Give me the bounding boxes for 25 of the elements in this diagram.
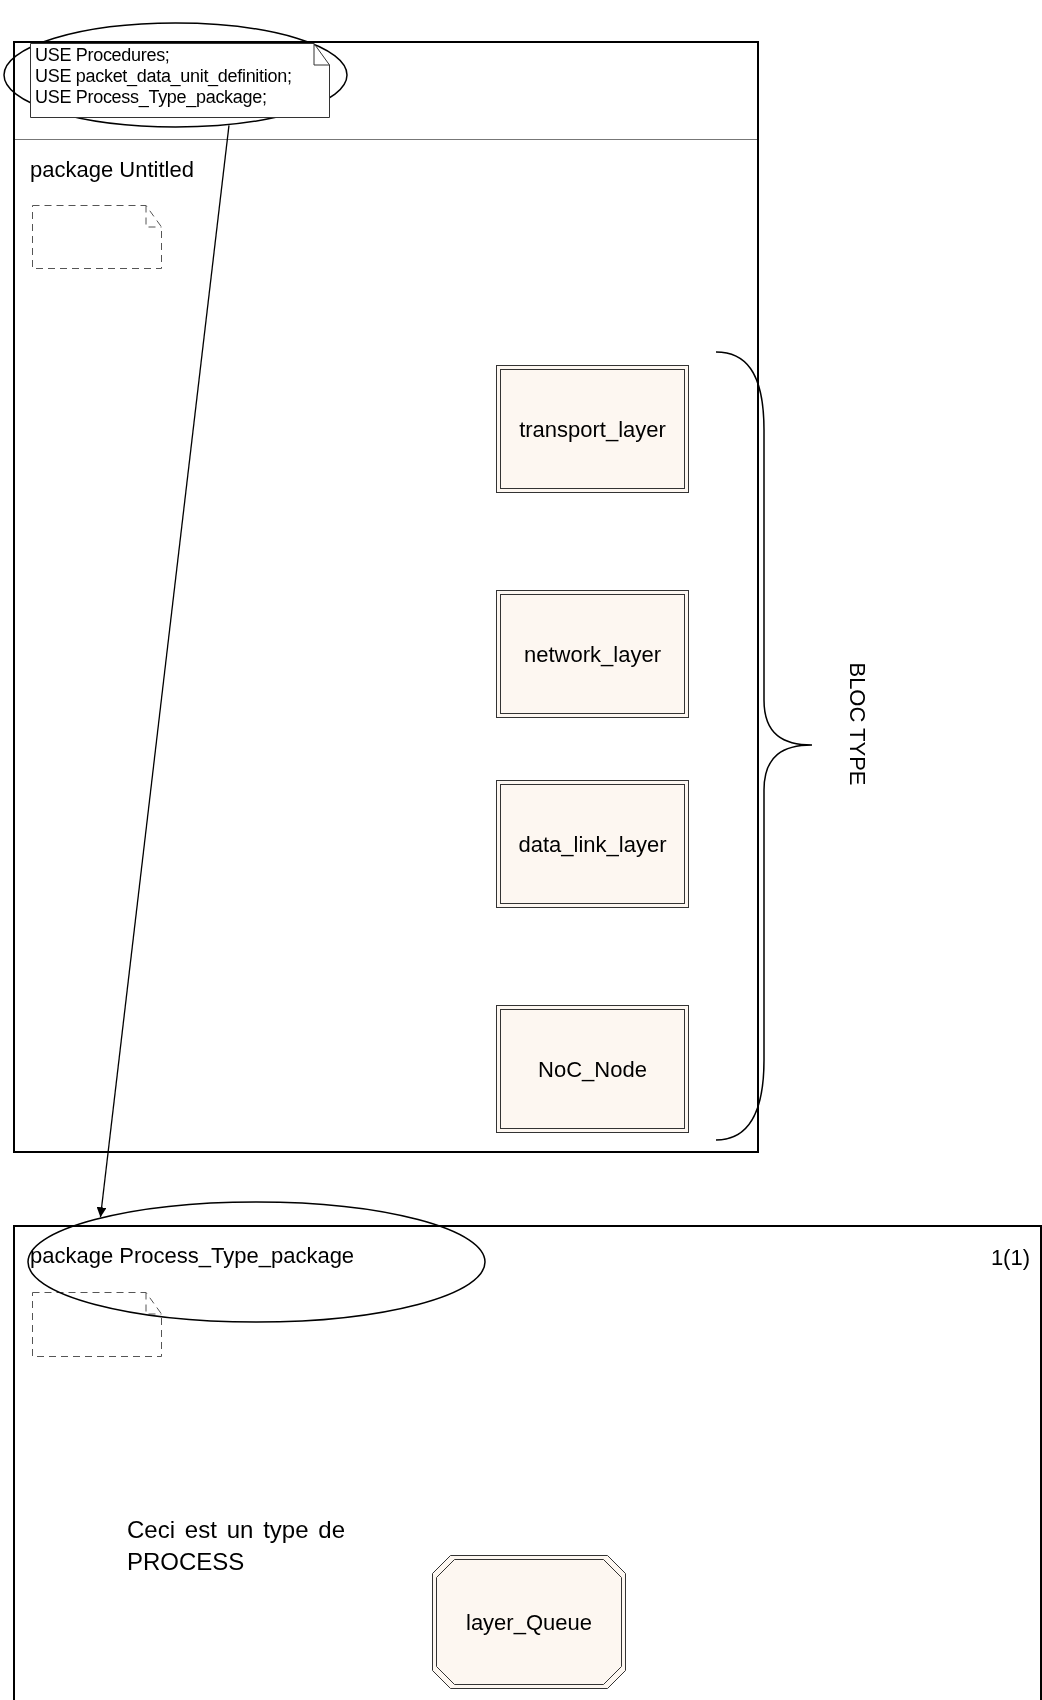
block-type-box	[496, 590, 689, 718]
highlight-ellipse	[27, 1201, 486, 1323]
package-heading: package Untitled	[30, 159, 194, 181]
package-frame	[13, 1225, 1042, 1700]
dashed-note-icon	[32, 1292, 162, 1357]
package-heading: package Process_Type_package	[30, 1245, 355, 1267]
page-number: 1(1)	[990, 1247, 1030, 1269]
use-statement: USE Process_Type_package;	[35, 87, 268, 108]
highlight-ellipse	[3, 22, 348, 128]
comment-text: Ceci est un type de PROCESS	[127, 1515, 345, 1577]
block-name: NoC_Node	[538, 1055, 647, 1084]
use-statement: USE packet_data_unit_definition;	[35, 66, 292, 87]
use-statement: USE Procedures;	[35, 45, 171, 66]
dashed-note-icon	[32, 205, 162, 269]
block-name: data_link_layer	[518, 830, 667, 859]
package-frame	[13, 41, 759, 1153]
block-type-box	[496, 780, 689, 908]
block-type-box	[496, 1005, 689, 1133]
bloc-type-label: BLOC TYPE	[846, 662, 868, 786]
process-name: layer_Queue	[466, 1608, 592, 1637]
block-type-box	[496, 365, 689, 493]
text-note	[30, 43, 330, 118]
block-name: transport_layer	[519, 415, 666, 444]
block-name: network_layer	[524, 640, 661, 669]
arrow	[96, 124, 230, 1218]
